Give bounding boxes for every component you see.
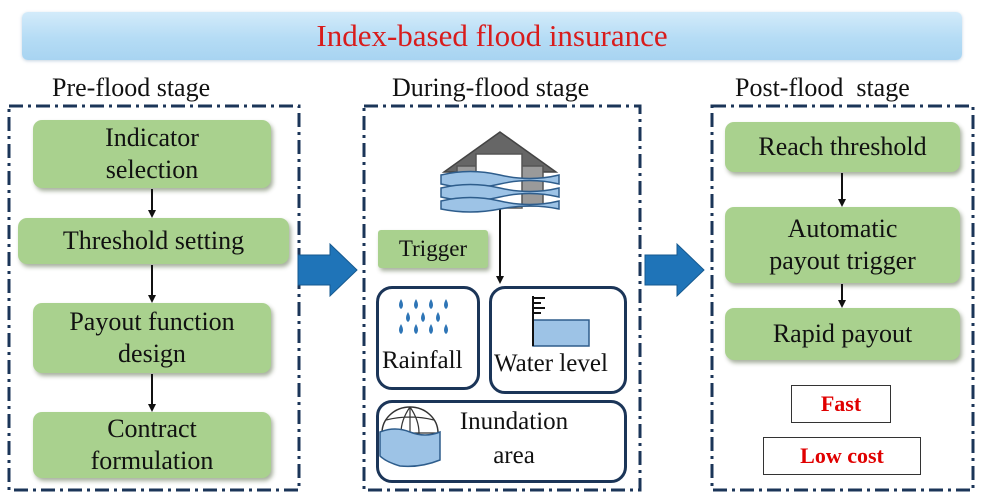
rain-drops-icon [399,299,448,334]
step-rapid-payout: Rapid payout [725,308,960,360]
post-flood-stage-title: Post-flood stage [735,73,910,102]
pre-flood-stage-title: Pre-flood stage [52,73,211,102]
step-reach-threshold: Reach threshold [725,122,960,172]
step-threshold-setting: Threshold setting [18,218,289,264]
rainfall-panel [376,286,480,390]
title-banner: Index-based flood insurance [22,12,962,60]
step-automatic-payout-trigger: Automatic payout trigger [725,207,960,283]
globe-flood-icon [379,406,441,468]
step-payout-function-design: Payout function design [33,303,271,373]
water-level-label: Water level [494,350,608,377]
benefit-fast: Fast [791,385,891,423]
pre-flood-frame [7,104,301,492]
stage-arrow-2 [644,242,705,298]
during-flood-stage-title: During-flood stage [392,73,590,102]
diagram-title: Index-based flood insurance [316,18,668,53]
step-contract-formulation: Contract formulation [33,412,271,478]
benefit-low-cost: Low cost [763,437,921,475]
trigger-label: Trigger [378,230,488,268]
house-flood-icon [440,131,560,213]
post-flood-frame [710,104,975,492]
water-gauge-icon [532,296,590,347]
stage-arrow-1 [297,242,358,298]
inundation-label: Inundation area [459,408,569,469]
rainfall-label: Rainfall [382,347,463,374]
during-flood-frame [362,104,642,492]
step-indicator-selection: Indicator selection [33,120,271,188]
